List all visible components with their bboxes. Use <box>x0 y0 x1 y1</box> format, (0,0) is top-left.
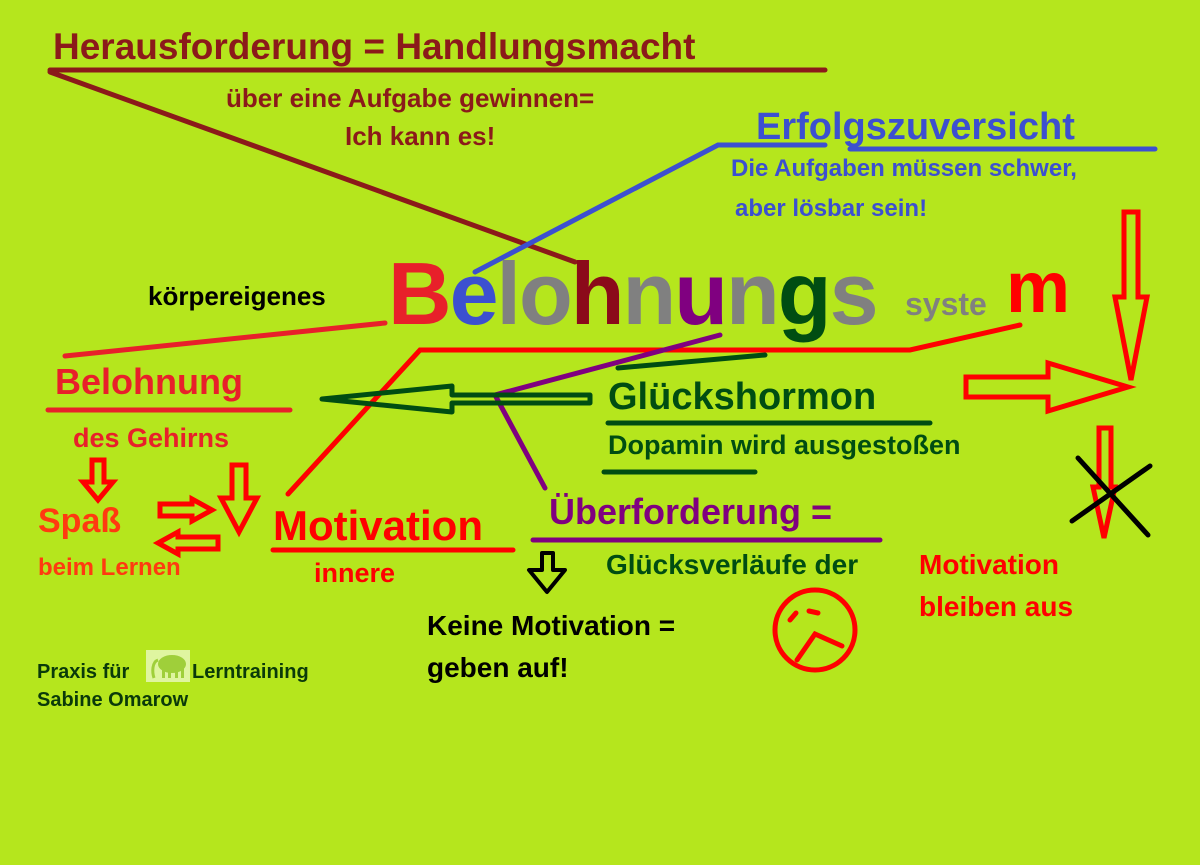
elephant-logo-icon <box>146 650 190 682</box>
herausforderung-heading: Herausforderung = Handlungsmacht <box>53 26 696 67</box>
credit-line1-a: Praxis für <box>37 661 130 683</box>
motivation-sub: innere <box>314 558 396 588</box>
glueck-sub: Dopamin wird ausgestoßen <box>608 430 961 460</box>
letter: l <box>496 244 521 343</box>
ueberforderung-line1-red: Motivation <box>919 549 1059 580</box>
letter: u <box>674 244 728 343</box>
keine-line1: Keine Motivation = <box>427 610 676 641</box>
belohnungs-word: Belohnungs <box>388 250 879 338</box>
belohnung-connector <box>45 320 388 413</box>
center-suffix-big: m <box>1006 248 1071 328</box>
glueck-arrow-left <box>319 383 593 415</box>
belohnung-sub: des Gehirns <box>73 423 230 453</box>
credit-line1-b: Lerntraining <box>192 661 309 683</box>
belohnung-heading: Belohnung <box>55 361 243 402</box>
keine-arrow-down <box>527 551 567 594</box>
letter: e <box>449 244 499 343</box>
erfolg-line1: Die Aufgaben müssen schwer, <box>731 155 1077 182</box>
center-prefix: körpereigenes <box>148 281 326 311</box>
sad-face-icon <box>772 587 858 673</box>
letter: n <box>622 244 677 343</box>
erfolg-connector <box>472 142 1158 275</box>
motivation-heading: Motivation <box>273 502 483 549</box>
red-hollow-arrows <box>77 209 1151 559</box>
herausforderung-line2: Ich kann es! <box>345 121 496 151</box>
credit-line2: Sabine Omarow <box>37 689 189 711</box>
erfolg-line2: aber lösbar sein! <box>735 195 928 222</box>
letter: n <box>726 244 780 343</box>
title-connector <box>47 67 828 265</box>
letter: o <box>518 244 573 343</box>
letter: g <box>777 244 832 343</box>
letter: s <box>829 244 879 343</box>
keine-line2: geben auf! <box>427 652 569 683</box>
spass-sub: beim Lernen <box>38 554 181 581</box>
glueck-heading: Glückshormon <box>608 376 877 418</box>
cross-icon <box>1069 455 1153 538</box>
herausforderung-line1: über eine Aufgabe gewinnen= <box>226 83 595 113</box>
center-suffix-small: syste <box>905 286 987 322</box>
ueberforderung-line2-red: bleiben aus <box>919 591 1074 622</box>
spass-heading: Spaß <box>38 502 122 540</box>
glueck-connector <box>601 352 933 475</box>
letter: h <box>570 244 625 343</box>
erfolg-heading: Erfolgszuversicht <box>756 106 1075 148</box>
ueberforderung-heading: Überforderung = <box>549 491 833 532</box>
letter: B <box>388 244 452 343</box>
ueberforderung-line1: Glücksverläufe der <box>606 549 859 580</box>
